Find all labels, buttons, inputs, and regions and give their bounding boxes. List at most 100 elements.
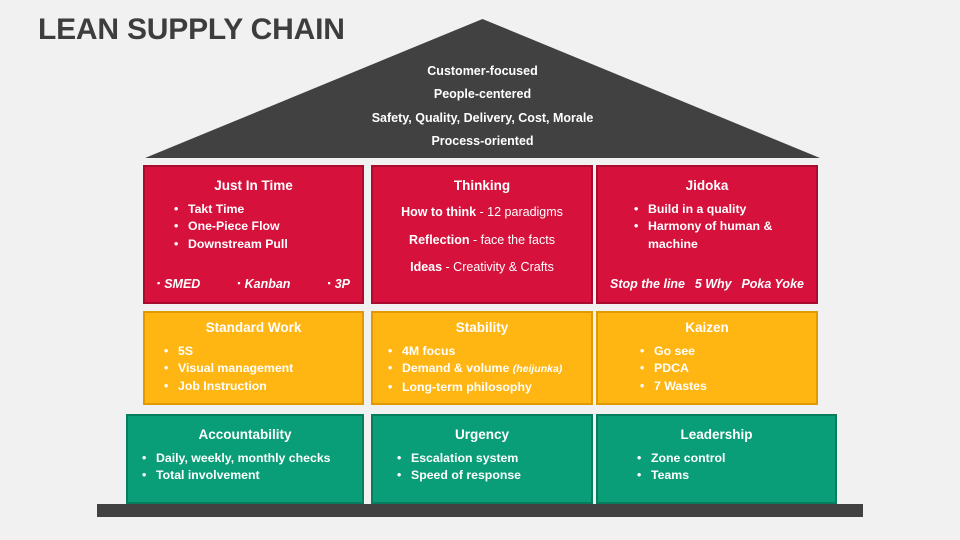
footer-tag-text: SMED	[164, 277, 201, 291]
footer-tag: 5 Why	[694, 277, 732, 291]
roof-line: Customer-focused	[427, 64, 538, 78]
bullet-list: • 5S • Visual management • Job Instruction	[145, 343, 362, 395]
bullet-text: PDCA	[654, 361, 689, 376]
square-bullet-icon: ▪	[157, 278, 161, 288]
bullet-icon: •	[142, 468, 147, 483]
box-title: Thinking	[453, 178, 511, 193]
box-title: Leadership	[680, 427, 753, 442]
bullet-item: • PDCA	[640, 360, 816, 377]
bullet-icon: •	[164, 361, 169, 376]
box-kaizen: Kaizen • Go see • PDCA • 7 Wastes	[596, 311, 818, 405]
bullet-text: Go see	[654, 344, 696, 358]
bullet-text: 7 Wastes	[654, 378, 707, 393]
bullet-item: •Harmony of human & machine	[634, 218, 778, 253]
bullet-item: • 5S	[164, 343, 362, 360]
bullet-text: Visual management	[178, 361, 294, 376]
footer-tag: ▪3P	[328, 277, 351, 291]
thinking-line-rest: - Creativity & Crafts	[442, 260, 554, 274]
bullet-text: Teams	[651, 468, 690, 483]
bullet-list: • Escalation system • Speed of response	[373, 450, 591, 485]
footer-tags: Stop the line 5 Why Poka Yoke	[610, 277, 804, 291]
square-bullet-icon: ▪	[327, 278, 331, 288]
bullet-item: • 7 Wastes	[640, 378, 816, 395]
box-title: Just In Time	[214, 178, 293, 193]
bullet-icon: •	[397, 468, 402, 483]
bullet-text: Total involvement	[156, 468, 260, 483]
bullet-item: • Go see	[640, 343, 816, 360]
bullet-list: • Zone control • Teams	[598, 450, 835, 485]
bullet-icon: •	[174, 219, 179, 234]
bullet-item: •Takt Time	[174, 201, 362, 218]
bullet-text: Demand & volume	[402, 361, 513, 376]
bullet-icon: •	[637, 451, 642, 465]
bullet-item: • Teams	[637, 467, 835, 484]
bullet-item: •One-Piece Flow	[174, 218, 362, 235]
thinking-line-lead: How to think	[401, 205, 477, 219]
bullet-item: • Job Instruction	[164, 378, 362, 395]
bullet-list: •Build in a quality •Harmony of human & …	[598, 201, 816, 253]
bullet-icon: •	[142, 451, 147, 465]
box-title: Kaizen	[685, 320, 729, 335]
foundation-bar	[97, 504, 863, 517]
box-title: Jidoka	[685, 178, 729, 193]
bullet-item: •Build in a quality	[634, 201, 778, 218]
thinking-lines: How to think - 12 paradigms Reflection -…	[373, 204, 591, 276]
box-thinking: Thinking How to think - 12 paradigms Ref…	[371, 165, 593, 304]
bullet-item: • Visual management	[164, 360, 362, 377]
roof-line: People-centered	[433, 87, 532, 102]
bullet-icon: •	[640, 378, 645, 393]
bullet-text: Downstream Pull	[188, 236, 288, 251]
thinking-line-rest: - face the facts	[469, 232, 555, 247]
footer-tag: ▪SMED	[157, 277, 200, 291]
bullet-text: Long-term philosophy	[402, 379, 532, 394]
bullet-icon: •	[174, 236, 179, 251]
bullet-text: Job Instruction	[178, 378, 267, 393]
bullet-icon: •	[388, 361, 393, 376]
bullet-icon: •	[637, 468, 642, 483]
bullet-icon: •	[397, 451, 402, 465]
footer-tag: ▪Kanban	[237, 277, 290, 291]
bullet-item: • Downstream Pull	[174, 236, 362, 253]
bullet-icon: •	[388, 344, 393, 358]
bullet-text: Build in a quality	[648, 202, 747, 216]
thinking-line: Reflection - face the facts	[373, 232, 591, 249]
bullet-icon: •	[164, 344, 169, 358]
box-accountability: Accountability •Daily, weekly, monthly c…	[126, 414, 364, 504]
thinking-line: Ideas - Creativity & Crafts	[373, 259, 591, 276]
box-stability: Stability •4M focus • Demand & volume (he…	[371, 311, 593, 405]
thinking-line-lead: Reflection	[409, 232, 470, 247]
bullet-list: •Daily, weekly, monthly checks •Total in…	[128, 450, 362, 485]
roof-line: Process-oriented	[431, 134, 534, 149]
bullet-item: •4M focus	[388, 343, 591, 360]
box-title: Accountability	[198, 427, 292, 442]
bullet-text: Escalation system	[411, 451, 519, 465]
slide-title: LEAN SUPPLY CHAIN	[38, 13, 345, 46]
box-leadership: Leadership • Zone control • Teams	[596, 414, 837, 504]
footer-tags: ▪SMED ▪Kanban ▪3P	[157, 277, 350, 291]
footer-tag: Stop the line	[610, 277, 685, 291]
bullet-text: 5S	[178, 344, 194, 358]
bullet-item: • Escalation system	[397, 450, 591, 467]
bullet-list: • Go see • PDCA • 7 Wastes	[598, 343, 816, 395]
box-standard-work: Standard Work •5S •Visual management •Jo…	[143, 311, 364, 405]
bullet-text: Zone control	[651, 451, 726, 465]
footer-tag-text: Kanban	[244, 277, 291, 291]
box-title: Stability	[455, 320, 509, 335]
square-bullet-icon: ▪	[237, 278, 241, 288]
bullet-text: Speed of response	[411, 468, 522, 483]
bullet-icon: •	[164, 378, 169, 393]
bullet-note: (heijunka)	[512, 363, 563, 376]
bullet-icon: •	[174, 202, 179, 216]
bullet-list: •Takt Time •One-Piece Flow • Downstream P…	[145, 201, 362, 253]
footer-tag: Poka Yoke	[741, 277, 804, 291]
box-jidoka: Jidoka •Build in a quality •Harmony of h…	[596, 165, 818, 304]
bullet-item: •Long-term philosophy	[388, 379, 591, 396]
bullet-item: • Demand & volume (heijunka)	[388, 360, 591, 378]
thinking-line: How to think - 12 paradigms	[373, 204, 591, 221]
bullet-icon: •	[640, 344, 645, 358]
bullet-icon: •	[640, 361, 645, 376]
box-urgency: Urgency •Escalation system •Speed of res…	[371, 414, 593, 504]
footer-tag-text: 3P	[334, 277, 350, 291]
bullet-text: Harmony of human & machine	[648, 219, 773, 251]
